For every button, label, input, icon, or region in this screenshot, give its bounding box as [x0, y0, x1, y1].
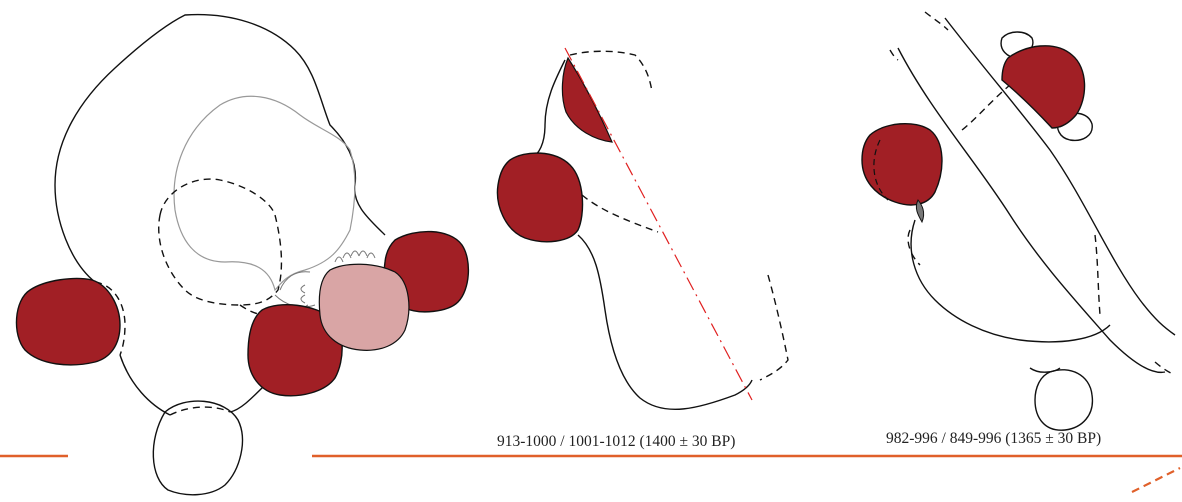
right-lower-body — [910, 219, 1111, 343]
right-bone-dash-bottom — [1154, 361, 1176, 376]
right-dashed-diagonal — [961, 84, 1011, 131]
right-dashed-vertical — [1094, 234, 1101, 316]
caption-right: 982-996 / 849-996 (1365 ± 30 BP) — [886, 430, 1102, 447]
right-small-gray-shape — [915, 199, 925, 224]
left-drawing — [54, 13, 386, 496]
accent-rule-corner — [1131, 467, 1181, 493]
right-red-left-dash — [873, 139, 889, 201]
middle-red-crescent — [561, 56, 613, 143]
red-region-left-oval — [15, 277, 121, 366]
caption-middle: 913-1000 / 1001-1012 (1400 ± 30 BP) — [497, 433, 736, 450]
right-bone-dash-top — [924, 11, 949, 31]
skull-outline — [54, 13, 386, 283]
middle-dashed-inner — [581, 194, 659, 233]
inner-outline — [173, 95, 356, 292]
lower-contour — [119, 354, 171, 416]
right-red-top — [1001, 45, 1086, 129]
lower-contour-right — [229, 384, 266, 413]
middle-dashed-right — [759, 274, 789, 381]
right-long-bone-right — [944, 17, 1176, 336]
middle-body — [577, 234, 753, 410]
middle-outline — [529, 59, 566, 161]
right-lower-dash — [907, 229, 921, 266]
bottom-circle — [152, 400, 244, 496]
right-bottom-connector — [1029, 367, 1061, 373]
pink-region — [318, 263, 410, 351]
dashed-inner — [158, 178, 283, 306]
right-long-bone-left — [897, 47, 1166, 374]
right-bottom-circle — [1034, 369, 1094, 431]
middle-axis-line — [564, 47, 753, 401]
right-red-left — [861, 122, 943, 206]
middle-dashed-top — [569, 50, 653, 93]
middle-red-oval — [496, 152, 584, 243]
right-bone-dash-left — [889, 49, 899, 61]
dashed-arc-left — [94, 281, 126, 356]
bottom-circle-dash — [169, 406, 231, 416]
